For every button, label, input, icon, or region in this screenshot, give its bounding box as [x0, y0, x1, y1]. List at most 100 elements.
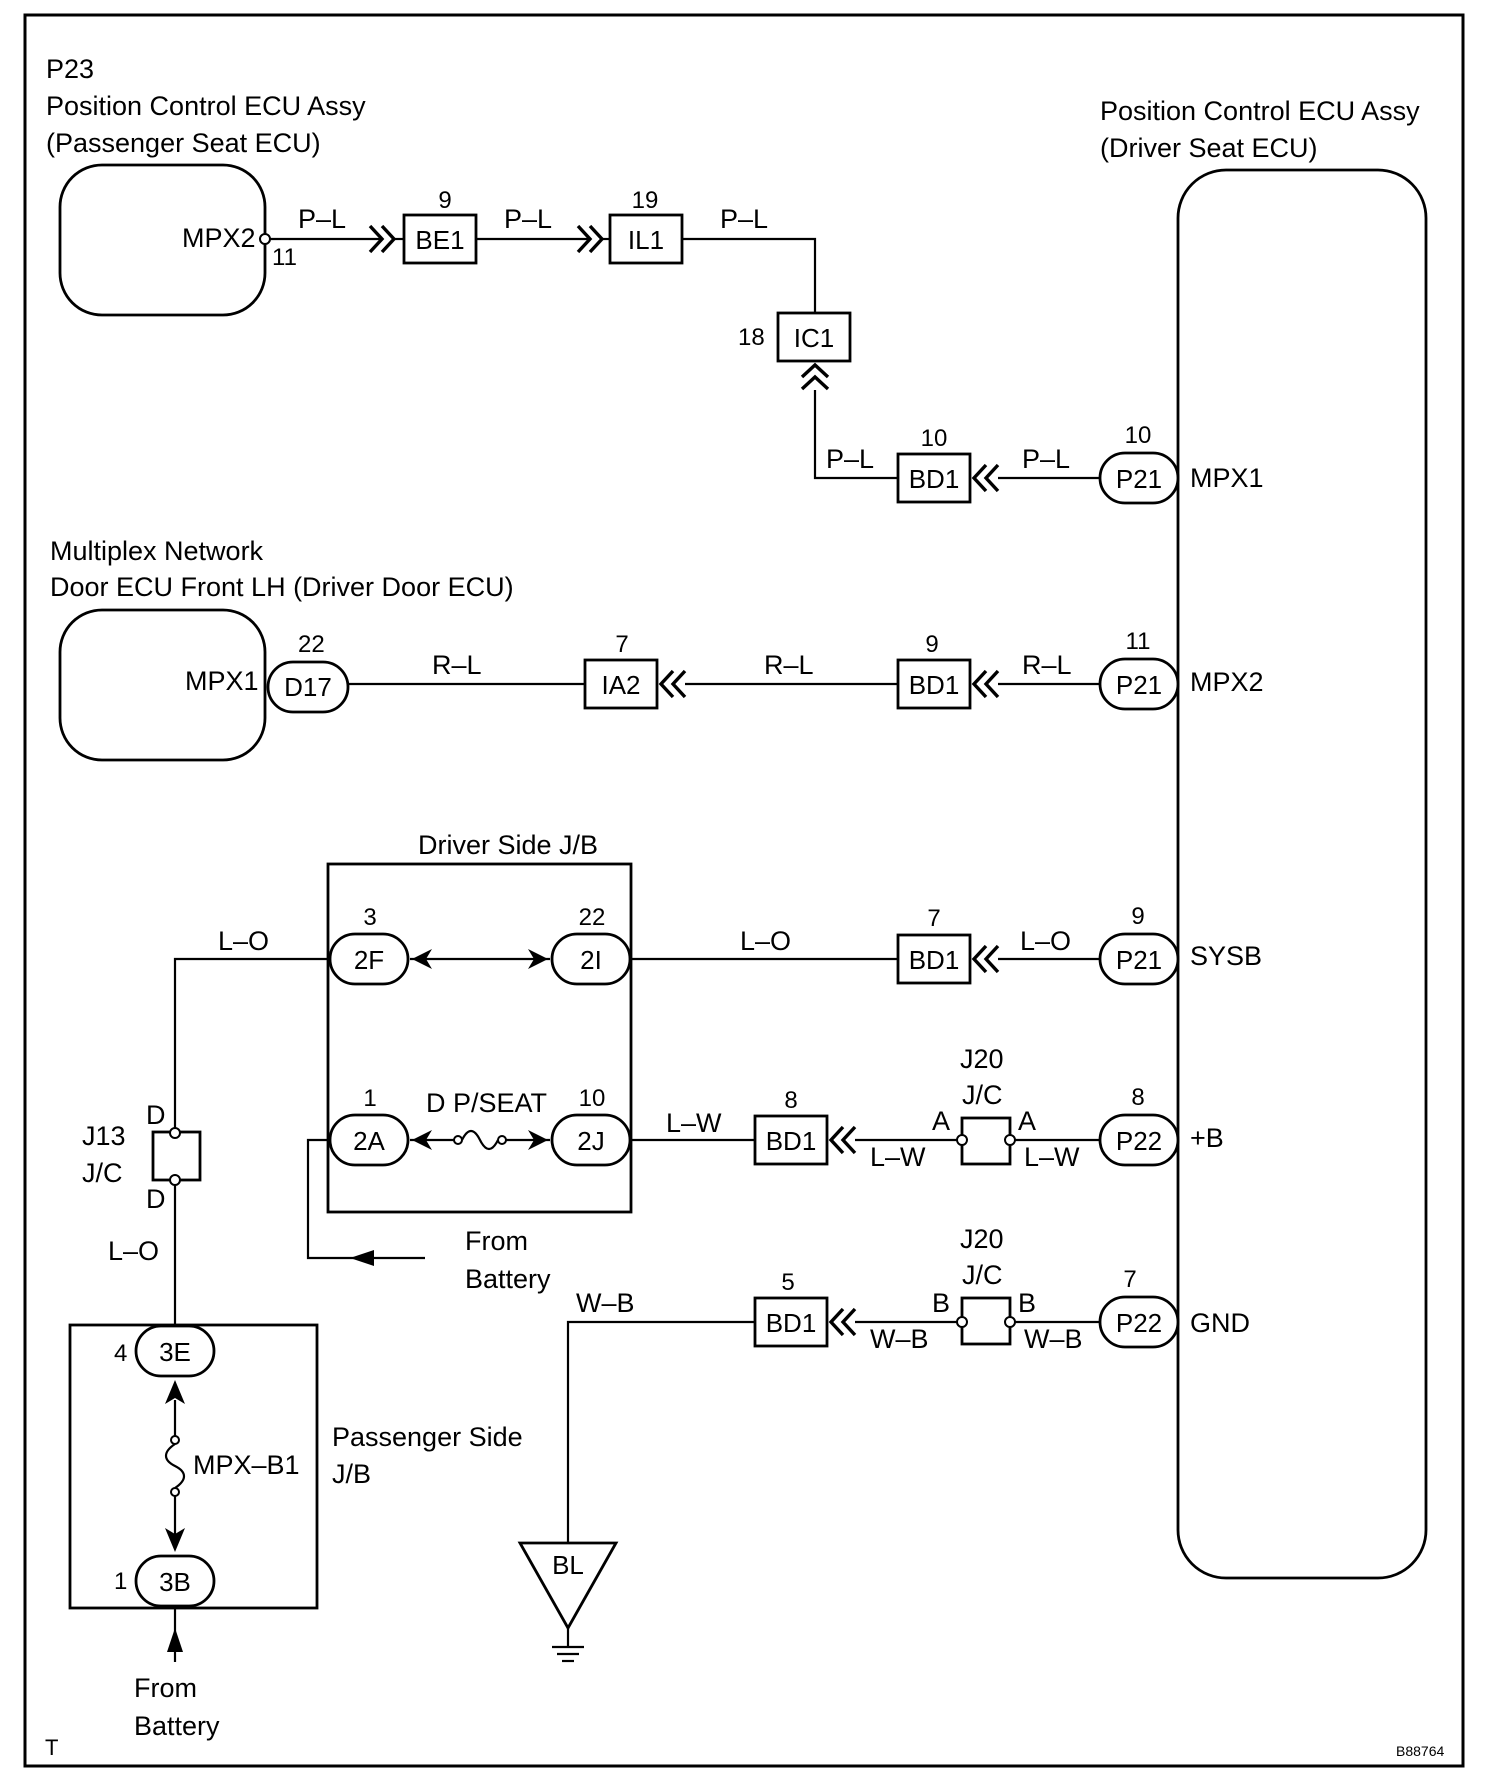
wire-rl-3: R–L	[1022, 650, 1072, 680]
driver-ecu-name: Position Control ECU Assy	[1100, 96, 1420, 126]
connector-3e: 3E	[159, 1337, 191, 1367]
j20-a-right: A	[1018, 1106, 1036, 1136]
row-6-wiring: BD1 5 J20 J/C B B P22 7 W–B W–B W–B	[566, 1224, 1180, 1543]
door-ecu-line2: Door ECU Front LH (Driver Door ECU)	[50, 572, 514, 602]
fuse-d-pseat-label: D P/SEAT	[426, 1088, 547, 1118]
wire-lw-1: L–W	[666, 1108, 722, 1138]
connector-p21-row2: P21	[1116, 464, 1162, 494]
passenger-ecu-name: Position Control ECU Assy	[46, 91, 366, 121]
wire-pl-5: P–L	[1022, 444, 1070, 474]
j20-junction-b	[956, 1296, 1016, 1346]
driver-door-ecu: Multiplex Network Door ECU Front LH (Dri…	[50, 536, 514, 762]
connector-ic1: IC1	[794, 323, 834, 353]
be1-pin: 9	[438, 187, 451, 214]
passenger-ecu-pin: 11	[272, 244, 297, 271]
ic1-pin: 18	[738, 324, 765, 351]
p22-row5-pin: 8	[1131, 1084, 1144, 1111]
door-ecu-line1: Multiplex Network	[50, 536, 264, 566]
terminal-mpx2: MPX2	[1190, 667, 1264, 697]
connector-p22-row5: P22	[1116, 1126, 1162, 1156]
battery-label-2a: From	[134, 1673, 197, 1703]
bd1-row6-pin: 5	[781, 1269, 794, 1296]
wire-wb-1: W–B	[576, 1288, 635, 1318]
passenger-seat-ecu: P23 Position Control ECU Assy (Passenger…	[46, 54, 366, 317]
d17-pin: 22	[298, 631, 325, 658]
passenger-side-jb: Passenger Side J/B 3E 4 3B 1 MPX–B1 From…	[68, 1323, 523, 1741]
footer-code: B88764	[1396, 1743, 1444, 1759]
wire-lo-4: L–O	[108, 1236, 159, 1266]
connector-ia2: IA2	[601, 670, 640, 700]
p21-row3-pin: 11	[1126, 628, 1151, 655]
p22-row6-pin: 7	[1123, 1266, 1136, 1293]
3e-pin: 4	[114, 1340, 127, 1367]
battery-label-1a: From	[465, 1226, 528, 1256]
connector-p21-row4: P21	[1116, 945, 1162, 975]
connector-bd1-row4: BD1	[909, 945, 960, 975]
j20-a-left: A	[932, 1106, 950, 1136]
j20-label-a: J20	[960, 1044, 1004, 1074]
row-3-wiring: IA2 7 BD1 9 P21 11 R–L R–L R–L	[348, 628, 1180, 711]
connector-d17-label: D17	[284, 672, 332, 702]
j13-jc: J/C	[82, 1158, 123, 1188]
2i-pin: 22	[579, 904, 606, 931]
ground-bl: BL	[517, 1541, 619, 1663]
terminal-sysb: SYSB	[1190, 941, 1262, 971]
2f-pin: 3	[363, 904, 376, 931]
bd1-row4-pin: 7	[927, 905, 940, 932]
connector-2f: 2F	[354, 945, 384, 975]
battery-feed-2a: From Battery	[306, 1138, 551, 1294]
j20-jc-a: J/C	[962, 1080, 1003, 1110]
driver-side-jb: Driver Side J/B 2F 3 2I 22 2A 1 2J 10 D …	[326, 830, 633, 1214]
j13-d-top: D	[146, 1100, 166, 1130]
j20-b-right: B	[1018, 1288, 1036, 1318]
connector-bd1-row5: BD1	[766, 1126, 817, 1156]
passenger-ecu-sub: (Passenger Seat ECU)	[46, 128, 321, 158]
wire-lw-3: L–W	[1024, 1142, 1080, 1172]
door-ecu-terminal: MPX1	[185, 666, 259, 696]
terminal-mpx1: MPX1	[1190, 463, 1264, 493]
2a-pin: 1	[363, 1085, 376, 1112]
connector-il1: IL1	[628, 225, 664, 255]
driver-ecu-sub: (Driver Seat ECU)	[1100, 133, 1318, 163]
wire-lo-2: L–O	[740, 926, 791, 956]
page-frame	[23, 13, 1465, 1768]
p23-id: P23	[46, 54, 94, 84]
row-1-wiring: BE1 9 IL1 19 IC1 18 P–L P–L P–L P–L P–L	[270, 187, 1070, 480]
connector-2j: 2J	[577, 1126, 604, 1156]
fuse-d-pseat	[453, 1129, 507, 1151]
driver-jb-title: Driver Side J/B	[418, 830, 598, 860]
connector-p22-row6: P22	[1116, 1308, 1162, 1338]
connector-p21-row3: P21	[1116, 670, 1162, 700]
il1-pin: 19	[632, 187, 659, 214]
j13-label: J13	[82, 1121, 126, 1151]
ground-bl-label: BL	[552, 1550, 584, 1580]
connector-2i: 2I	[580, 945, 602, 975]
wire-pl-2: P–L	[504, 204, 552, 234]
p21-row4-pin: 9	[1131, 903, 1144, 930]
wire-rl-2: R–L	[764, 650, 814, 680]
wire-wb-3: W–B	[1024, 1324, 1083, 1354]
driver-seat-ecu: Position Control ECU Assy (Driver Seat E…	[1100, 96, 1428, 1580]
connector-d17	[266, 660, 350, 714]
wire-pl-3: P–L	[720, 204, 768, 234]
wire-lo-3: L–O	[1020, 926, 1071, 956]
terminal-gnd: GND	[1190, 1308, 1250, 1338]
battery-label-2b: Battery	[134, 1711, 220, 1741]
ia2-pin: 7	[615, 631, 628, 658]
connector-2a: 2A	[353, 1126, 385, 1156]
wire-lw-2: L–W	[870, 1142, 926, 1172]
connector-3b: 3B	[159, 1567, 191, 1597]
connector-bd1-row3: BD1	[909, 670, 960, 700]
3b-pin: 1	[114, 1568, 127, 1595]
p21-row2-pin: 10	[1125, 422, 1152, 449]
wire-wb-2: W–B	[870, 1324, 929, 1354]
row-2-wiring: BD1 10 P21 10	[896, 422, 1180, 505]
connector-bd1-row6: BD1	[766, 1308, 817, 1338]
j20-label-b: J20	[960, 1224, 1004, 1254]
terminal-b: +B	[1190, 1123, 1224, 1153]
battery-label-1b: Battery	[465, 1264, 551, 1294]
passenger-jb-title-2: J/B	[332, 1459, 371, 1489]
row-4-wiring: BD1 7 P21 9 L–O L–O L–O L–O	[108, 903, 1180, 1325]
passenger-ecu-terminal: MPX2	[182, 223, 256, 253]
